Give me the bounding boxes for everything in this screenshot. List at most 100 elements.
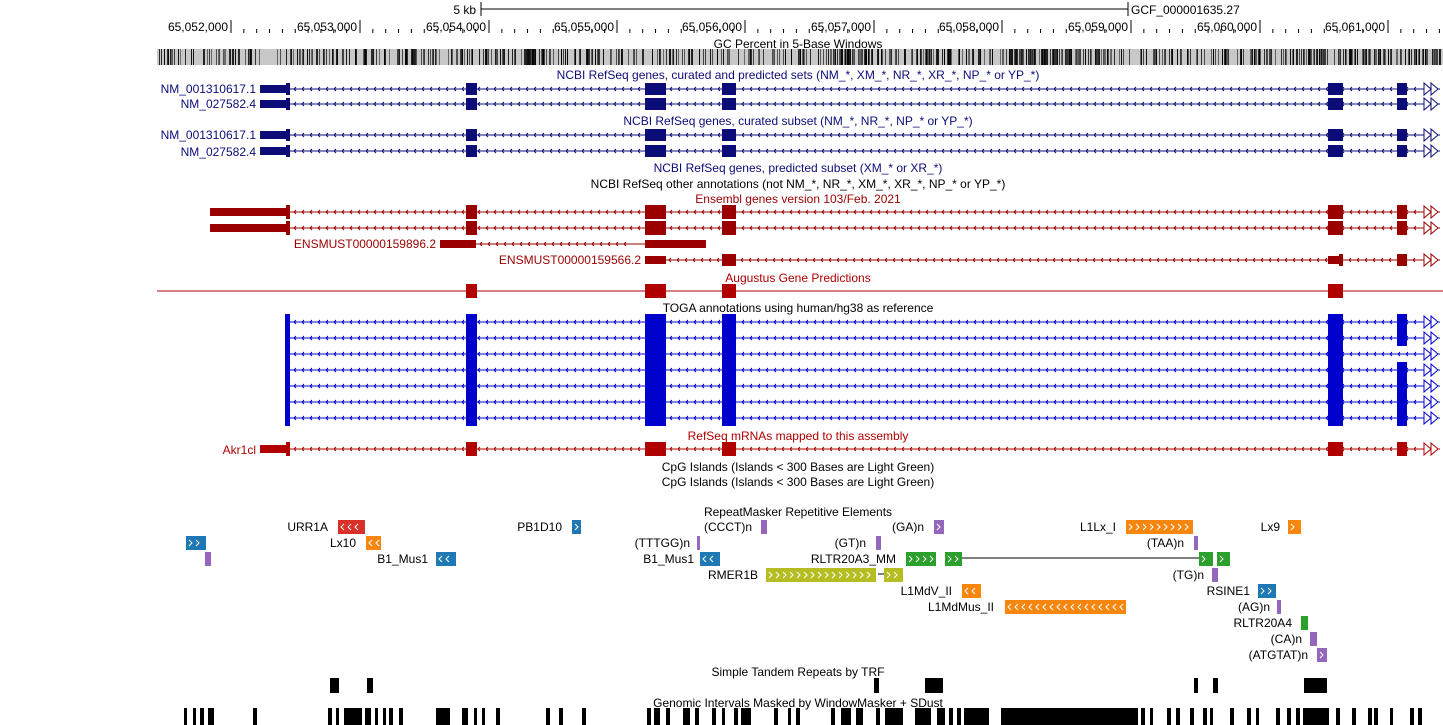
ensembl-label-2[interactable]: ENSMUST00000159566.2 [499,253,641,267]
exon-block[interactable] [1397,205,1407,219]
windowmasker-feature[interactable] [1150,708,1153,725]
repeat-block[interactable] [1194,536,1198,550]
repeat-element[interactable] [1301,616,1308,630]
windowmasker-feature[interactable] [546,708,550,725]
exon-block[interactable] [645,98,666,110]
exon-block[interactable] [1328,314,1343,330]
ensembl-transcript-159566[interactable] [645,252,1440,268]
exon-block[interactable] [722,442,736,456]
ensembl-label-1[interactable]: ENSMUST00000159896.2 [294,237,436,251]
exon-block[interactable] [645,240,706,248]
repeat-element[interactable] [945,552,962,566]
repeat-element[interactable] [1288,520,1301,534]
repeat-element[interactable] [1310,632,1317,646]
repeat-block[interactable] [1212,568,1218,582]
exon-block[interactable] [722,205,736,219]
windowmasker-feature[interactable] [462,708,468,725]
next-item-arrow-icon[interactable] [1423,362,1439,378]
windowmasker-feature[interactable] [1418,708,1422,725]
exon-block[interactable] [645,205,666,219]
exon-block[interactable] [722,221,736,235]
toga-transcript[interactable] [285,394,1440,410]
repeat-element[interactable] [1277,600,1281,614]
exon-block[interactable] [1397,254,1407,266]
next-item-arrow-icon[interactable] [1423,252,1439,268]
windowmasker-feature[interactable] [208,708,214,725]
exon-block[interactable] [1397,98,1407,110]
windowmasker-feature[interactable] [831,708,835,725]
windowmasker-feature[interactable] [1247,708,1251,725]
exon-block[interactable] [722,330,736,346]
windowmasker-feature[interactable] [496,708,500,725]
windowmasker-feature[interactable] [1374,708,1378,725]
augustus-exon[interactable] [1328,284,1343,298]
toga-transcript[interactable] [285,378,1440,394]
repeat-element[interactable] [338,520,365,534]
windowmasker-feature[interactable] [1276,708,1280,725]
repeat-block[interactable] [1005,600,1126,614]
exon-block[interactable] [1397,410,1407,426]
windowmasker-feature[interactable] [1368,708,1372,725]
refseq-mrna-label[interactable]: Akr1cl [223,443,256,457]
next-item-arrow-icon[interactable] [1423,204,1439,220]
exon-block[interactable] [286,129,290,141]
windowmasker-feature[interactable] [1296,708,1300,725]
exon-block[interactable] [1328,145,1343,157]
windowmasker-features[interactable] [184,708,1422,725]
windowmasker-feature[interactable] [1303,708,1329,725]
windowmasker-feature[interactable] [1336,708,1340,725]
repeat-element[interactable] [205,552,211,566]
exon-block[interactable] [285,346,290,362]
windowmasker-feature[interactable] [474,708,477,725]
repeat-block[interactable] [1317,648,1327,662]
exon-block[interactable] [1328,330,1343,346]
exon-block[interactable] [645,346,666,362]
windowmasker-feature[interactable] [964,708,989,725]
exon-block[interactable] [1397,83,1407,95]
windowmasker-feature[interactable] [1203,708,1207,725]
refseq-gene-nm027582-a[interactable] [260,96,1440,112]
exon-block[interactable] [466,378,477,394]
exon-block[interactable] [722,254,736,266]
exon-block[interactable] [645,442,666,456]
exon-block[interactable] [286,98,290,110]
exon-block[interactable] [466,362,477,378]
windowmasker-feature[interactable] [193,708,196,725]
exon-block[interactable] [1397,314,1407,330]
exon-block[interactable] [1397,442,1407,456]
trf-feature[interactable] [874,678,879,693]
repeat-block[interactable] [761,520,767,534]
toga-transcript[interactable] [285,410,1440,426]
exon-block[interactable] [722,314,736,330]
repeat-element[interactable] [1126,520,1193,534]
windowmasker-feature[interactable] [654,708,660,725]
exon-block[interactable] [645,145,666,157]
repeat-element[interactable] [761,520,767,534]
repeat-element[interactable] [366,536,381,550]
exon-block[interactable] [210,208,287,216]
exon-block[interactable] [722,362,736,378]
exon-block[interactable] [466,83,477,95]
trf-feature[interactable] [330,678,339,693]
exon-block[interactable] [1397,362,1407,378]
exon-block[interactable] [285,378,290,394]
repeat-block[interactable] [205,552,211,566]
windowmasker-feature[interactable] [436,708,450,725]
ensembl-transcript-159896[interactable] [440,240,706,248]
repeat-block[interactable] [186,536,206,550]
exon-block[interactable] [466,145,477,157]
repeat-block[interactable] [1258,584,1276,598]
windowmasker-feature[interactable] [1287,708,1291,725]
exon-block[interactable] [645,330,666,346]
repeat-block[interactable] [906,552,936,566]
next-item-arrow-icon[interactable] [1423,394,1439,410]
next-item-arrow-icon[interactable] [1423,410,1439,426]
windowmasker-feature[interactable] [683,708,690,725]
exon-block[interactable] [1328,362,1343,378]
exon-block[interactable] [722,145,736,157]
exon-block[interactable] [466,314,477,330]
windowmasker-feature[interactable] [796,708,800,725]
exon-block[interactable] [1339,254,1343,266]
windowmasker-feature[interactable] [1167,708,1171,725]
windowmasker-feature[interactable] [1410,708,1414,725]
